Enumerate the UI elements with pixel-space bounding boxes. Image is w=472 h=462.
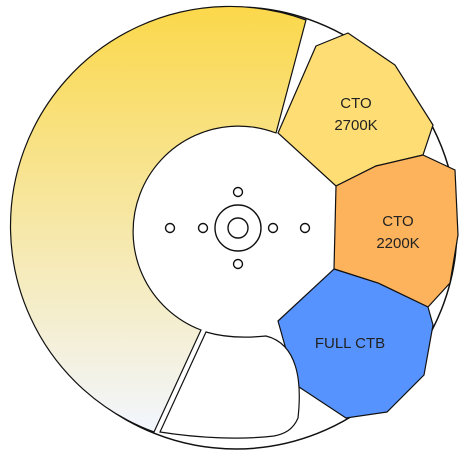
mount-hole-left: [164, 222, 176, 234]
label-full-ctb: FULL CTB: [315, 335, 385, 352]
open-slot[interactable]: [159, 331, 300, 439]
hub-center: [227, 217, 249, 239]
label-cto-2700k-line1: CTO: [340, 95, 371, 112]
label-cto-2200k-line2: 2200K: [376, 235, 419, 252]
hub-hole-top: [232, 186, 244, 198]
mount-hole-right: [299, 222, 311, 234]
label-cto-2700k-line2: 2700K: [334, 117, 377, 134]
hub-hole-bottom: [232, 258, 244, 270]
hub-hole-left: [197, 222, 209, 234]
label-cto-2200k-line1: CTO: [382, 213, 413, 230]
wheel-hub: [164, 186, 311, 270]
gradient-filter-sector[interactable]: [9, 5, 307, 433]
hub-hole-right: [267, 222, 279, 234]
